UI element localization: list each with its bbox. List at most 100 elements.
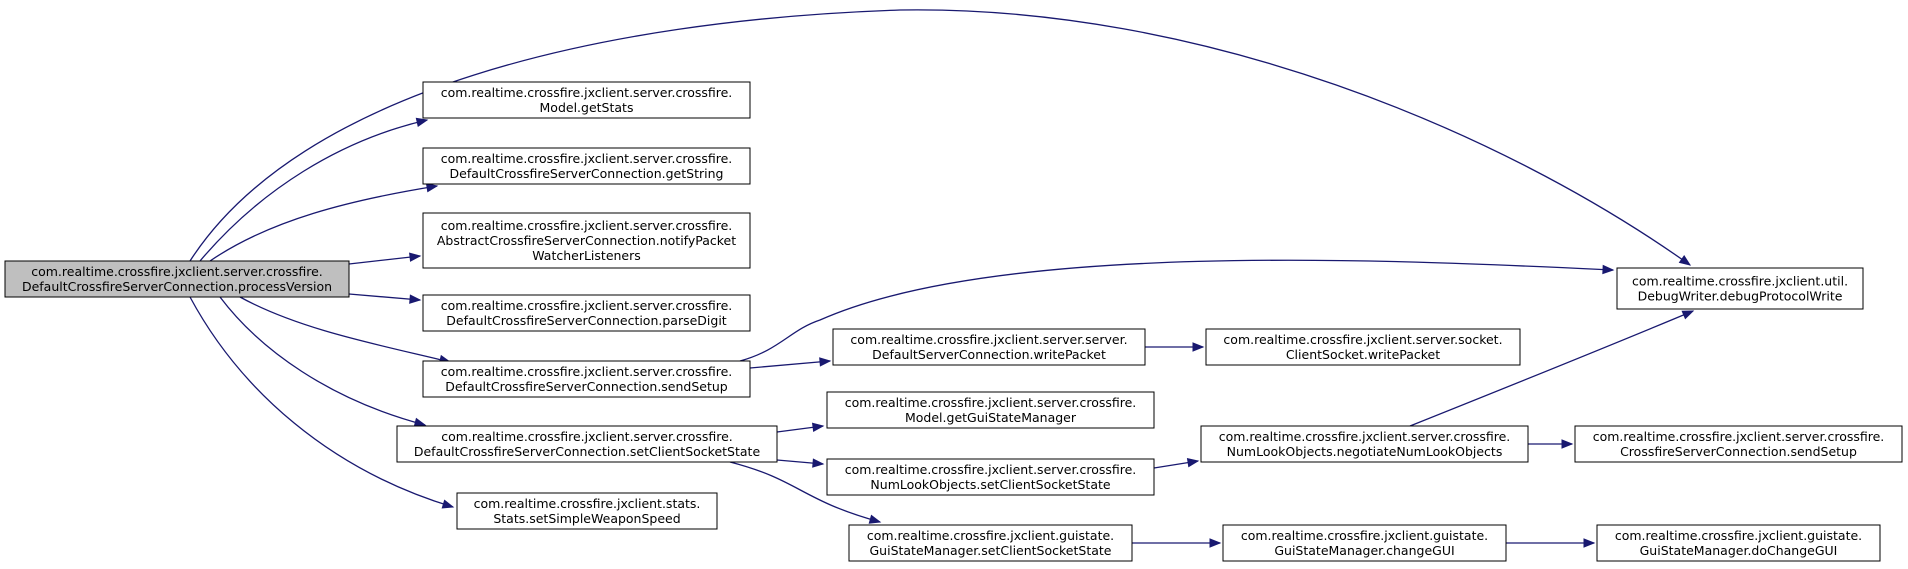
arrowhead [413, 417, 427, 427]
arrowhead [409, 252, 422, 262]
node-label-line: DefaultCrossfireServerConnection.getStri… [450, 166, 724, 181]
node-label-line: com.realtime.crossfire.jxclient.server.s… [850, 332, 1127, 347]
edge-sendSetup-to-debugProtocolWrite [739, 259, 1615, 362]
node-box [422, 212, 751, 269]
arrowhead [1602, 264, 1615, 275]
arrowhead [1186, 457, 1200, 468]
node-getStats[interactable]: com.realtime.crossfire.jxclient.server.c… [422, 81, 751, 119]
node-root: com.realtime.crossfire.jxclient.server.c… [4, 260, 350, 298]
node-box [1222, 524, 1507, 562]
node-socketWritePacket[interactable]: com.realtime.crossfire.jxclient.server.s… [1205, 328, 1521, 366]
arrowhead [1192, 342, 1205, 352]
node-label-line: com.realtime.crossfire.jxclient.guistate… [867, 528, 1114, 543]
edge-root-to-getString [209, 182, 439, 262]
arrowhead [1583, 538, 1596, 548]
node-label-line: com.realtime.crossfire.jxclient.guistate… [1615, 528, 1862, 543]
arrowhead [819, 357, 832, 367]
node-label-line: DefaultCrossfireServerConnection.parseDi… [446, 313, 727, 328]
node-label-line: GuiStateManager.changeGUI [1274, 543, 1454, 558]
node-negotiate[interactable]: com.realtime.crossfire.jxclient.server.c… [1200, 425, 1529, 463]
edge-root-to-notifyPacket [348, 252, 422, 265]
edge-setClientSocketState-to-guiSetState [729, 461, 882, 524]
node-label-line: DefaultServerConnection.writePacket [872, 347, 1106, 362]
node-box [422, 147, 751, 185]
node-label-line: Stats.setSimpleWeaponSpeed [493, 511, 680, 526]
arrowhead [868, 514, 882, 524]
node-label-line: com.realtime.crossfire.jxclient.server.c… [441, 298, 733, 313]
arrowhead [425, 182, 439, 193]
node-csSendSetup[interactable]: com.realtime.crossfire.jxclient.server.c… [1574, 425, 1903, 463]
node-label-line: DefaultCrossfireServerConnection.setClie… [414, 444, 761, 459]
node-label-line: com.realtime.crossfire.jxclient.util. [1632, 274, 1848, 289]
node-label-line: WatcherListeners [532, 248, 641, 263]
node-sendSetup[interactable]: com.realtime.crossfire.jxclient.server.c… [422, 360, 751, 398]
node-box [1205, 328, 1521, 366]
arrowhead [812, 458, 825, 468]
node-box [1596, 524, 1881, 562]
node-setClientSocketState[interactable]: com.realtime.crossfire.jxclient.server.c… [396, 425, 778, 463]
node-box [456, 492, 718, 530]
call-nodes: com.realtime.crossfire.jxclient.server.c… [4, 81, 1903, 562]
edge-line [199, 119, 428, 262]
node-label-line: com.realtime.crossfire.jxclient.server.s… [1223, 332, 1502, 347]
node-label-line: com.realtime.crossfire.jxclient.server.c… [31, 264, 323, 279]
node-notifyPacket[interactable]: com.realtime.crossfire.jxclient.server.c… [422, 212, 751, 269]
edge-line [189, 9, 1691, 266]
arrowhead [409, 294, 422, 304]
node-label-line: ClientSocket.writePacket [1286, 347, 1440, 362]
edge-line [348, 255, 421, 265]
arrowhead [811, 422, 825, 433]
edge-line [739, 259, 1614, 362]
edge-line [348, 293, 421, 301]
node-label-line: Model.getStats [540, 100, 634, 115]
arrowhead [441, 499, 455, 509]
node-label-line: com.realtime.crossfire.jxclient.server.c… [441, 364, 733, 379]
edge-negotiate-to-csSendSetup [1528, 439, 1574, 449]
node-writePacket[interactable]: com.realtime.crossfire.jxclient.server.s… [832, 328, 1146, 366]
node-label-line: com.realtime.crossfire.jxclient.server.c… [441, 151, 733, 166]
node-box [1574, 425, 1903, 463]
node-label-line: NumLookObjects.negotiateNumLookObjects [1227, 444, 1503, 459]
node-setSimpleWeaponSpeed[interactable]: com.realtime.crossfire.jxclient.stats.St… [456, 492, 718, 530]
node-box [826, 458, 1155, 496]
node-label-line: com.realtime.crossfire.jxclient.guistate… [1241, 528, 1488, 543]
node-label-line: com.realtime.crossfire.jxclient.server.c… [441, 85, 733, 100]
edge-root-to-parseDigit [348, 293, 422, 304]
edge-line [749, 360, 831, 369]
edge-setClientSocketState-to-getGuiStateManager [776, 422, 825, 433]
node-box [832, 328, 1146, 366]
edge-line [209, 185, 438, 262]
edge-root-to-setSimpleWeaponSpeed [189, 296, 455, 509]
node-box [422, 360, 751, 398]
node-guiSetState[interactable]: com.realtime.crossfire.jxclient.guistate… [848, 524, 1133, 562]
node-numLookSetState[interactable]: com.realtime.crossfire.jxclient.server.c… [826, 458, 1155, 496]
node-box [1200, 425, 1529, 463]
arrowhead [1681, 310, 1695, 320]
node-box [422, 81, 751, 119]
node-changeGUI[interactable]: com.realtime.crossfire.jxclient.guistate… [1222, 524, 1507, 562]
node-box [4, 260, 350, 298]
arrowhead [1209, 538, 1222, 548]
node-label-line: AbstractCrossfireServerConnection.notify… [437, 233, 736, 248]
node-getString[interactable]: com.realtime.crossfire.jxclient.server.c… [422, 147, 751, 185]
node-label-line: com.realtime.crossfire.jxclient.server.c… [441, 429, 733, 444]
edge-line [219, 296, 426, 426]
edge-numLookSetState-to-negotiate [1153, 457, 1200, 469]
node-box [1616, 267, 1864, 310]
node-label-line: GuiStateManager.doChangeGUI [1640, 543, 1838, 558]
arrowhead [1678, 255, 1692, 266]
node-box [396, 425, 778, 463]
node-label-line: Model.getGuiStateManager [905, 410, 1077, 425]
node-debugProtocolWrite[interactable]: com.realtime.crossfire.jxclient.util.Deb… [1616, 267, 1864, 310]
edge-root-to-setClientSocketState [219, 296, 427, 427]
call-edges [189, 9, 1695, 548]
arrowhead [1561, 439, 1574, 449]
node-getGuiStateManager[interactable]: com.realtime.crossfire.jxclient.server.c… [826, 391, 1155, 429]
edge-root-to-debugProtocolWrite [189, 9, 1692, 266]
node-doChangeGUI[interactable]: com.realtime.crossfire.jxclient.guistate… [1596, 524, 1881, 562]
node-label-line: NumLookObjects.setClientSocketState [870, 477, 1110, 492]
node-label-line: DebugWriter.debugProtocolWrite [1638, 289, 1843, 304]
node-parseDigit[interactable]: com.realtime.crossfire.jxclient.server.c… [422, 294, 751, 332]
edge-sendSetup-to-writePacket [749, 357, 832, 369]
